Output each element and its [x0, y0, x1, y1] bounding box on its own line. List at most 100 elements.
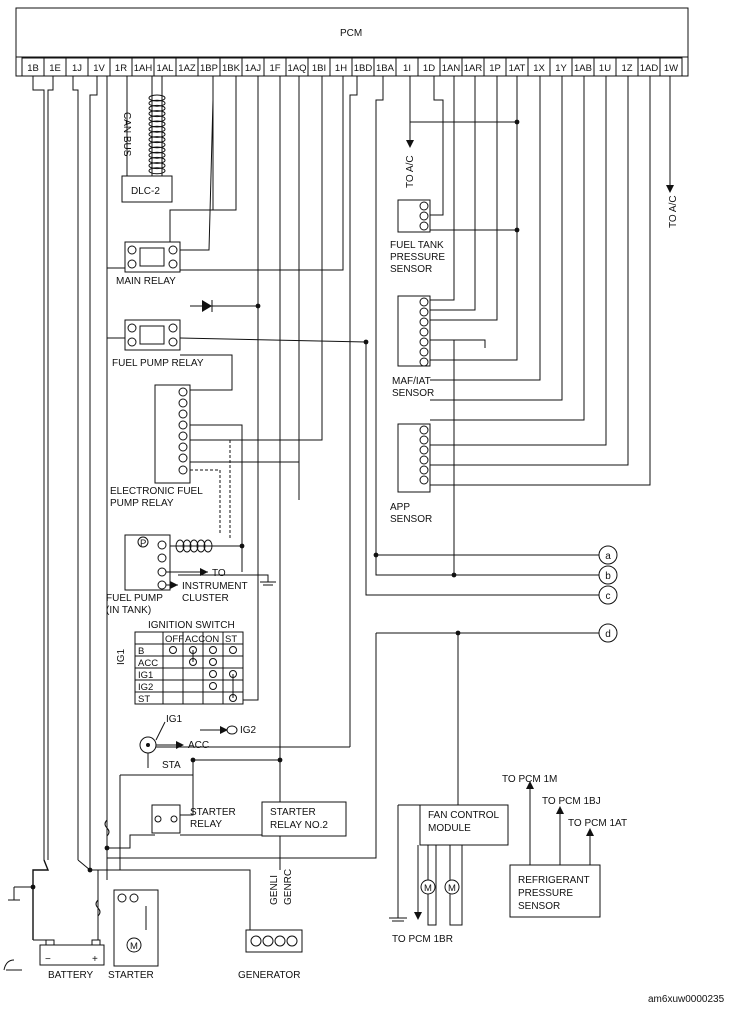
fuel-pump-relay: FUEL PUMP RELAY — [112, 300, 213, 369]
pcm-pin: 1AN — [439, 57, 463, 77]
pcm-pin-label: 1D — [423, 63, 435, 74]
pcm-pin: 1AQ — [285, 57, 309, 77]
wires — [14, 76, 674, 940]
refrigerant-pressure-sensor: REFRIGERANT PRESSURE SENSOR TO PCM 1M TO… — [502, 774, 627, 918]
maf-sensor-line-2: SENSOR — [392, 388, 434, 399]
efp-relay-line-1: ELECTRONIC FUEL — [110, 486, 203, 497]
ignition-contact — [209, 682, 217, 690]
ig1-side-label: IG1 — [116, 648, 127, 665]
starter-relay: STARTER RELAY — [151, 804, 236, 834]
pcm-pin-label: 1BP — [200, 63, 218, 74]
ground-icon — [3, 887, 22, 971]
ignition-contact — [209, 670, 217, 678]
pcm-pin: 1AR — [461, 57, 485, 77]
pcm-pin-label: 1AR — [464, 63, 483, 74]
ignition-contact — [169, 646, 177, 654]
pcm-pin: 1B — [21, 57, 45, 77]
fan-motor-1-glyph: M — [424, 883, 432, 894]
main-relay-label: MAIN RELAY — [116, 276, 176, 287]
genli-label: GENLI — [269, 875, 280, 905]
fuel-pump-line-1: FUEL PUMP — [106, 593, 163, 604]
refrigerant-line-1: REFRIGERANT — [518, 875, 590, 886]
battery: − + BATTERY — [3, 887, 105, 981]
pcm-pin-label: 1AD — [640, 63, 659, 74]
sta-label: STA — [162, 760, 181, 771]
connector-label: a — [605, 551, 611, 562]
fuel-tank-pressure-sensor: FUEL TANK PRESSURE SENSOR — [390, 199, 445, 275]
connector-label: c — [606, 591, 611, 602]
ground-icon — [260, 581, 276, 586]
starter-relay-2-line-2: RELAY NO.2 — [270, 820, 328, 831]
app-sensor-line-2: SENSOR — [390, 514, 432, 525]
main-relay: MAIN RELAY — [116, 241, 181, 287]
ig1-label: IG1 — [166, 714, 183, 725]
connector-label: b — [605, 571, 611, 582]
pcm-pin-label: 1H — [335, 63, 347, 74]
to-pcm-1m-label: TO PCM 1M — [502, 774, 557, 785]
ignition-row-label: ACC — [138, 658, 158, 669]
pcm-pin: 1BP — [197, 57, 221, 77]
ignition-col-header: OFF — [165, 634, 184, 645]
pcm-pin-label: 1J — [72, 63, 82, 74]
pcm-pin: 1AH — [131, 57, 155, 77]
battery-minus-glyph: − — [45, 954, 51, 965]
pcm-title: PCM — [340, 28, 362, 39]
pcm-pin-label: 1R — [115, 63, 127, 74]
to-pcm-1br-label: TO PCM 1BR — [392, 934, 453, 945]
can-bus-twisted-pair — [148, 76, 166, 176]
battery-label: BATTERY — [48, 970, 94, 981]
connector-label: d — [605, 629, 611, 640]
pcm-pin-label: 1BA — [376, 63, 395, 74]
pcm-pin: 1BA — [373, 57, 397, 77]
dlc-connector — [121, 175, 173, 203]
to-pcm-1at-label: TO PCM 1AT — [568, 818, 627, 829]
efp-relay-line-2: PUMP RELAY — [110, 498, 174, 509]
fuel-pump: P TO INSTRUMENT CLUSTER FUEL PUMP (IN TA… — [106, 534, 276, 616]
pcm-pin: 1AL — [153, 57, 177, 77]
app-sensor: APP SENSOR — [390, 423, 432, 525]
pcm-pin: 1W — [659, 57, 683, 77]
pcm-pin-label: 1AN — [442, 63, 461, 74]
ignition-row-label: ST — [138, 694, 150, 705]
starter-relay-2-line-1: STARTER — [270, 807, 316, 818]
pcm-pin-label: 1U — [599, 63, 611, 74]
fan-control-module: FAN CONTROL MODULE M M TO PCM 1BR — [389, 804, 509, 945]
fan-motor-2-glyph: M — [448, 883, 456, 894]
connector-d: d — [598, 623, 618, 643]
pcm-pin: 1D — [417, 57, 441, 77]
to-ac-label-1: TO A/C — [405, 155, 416, 188]
starter-relay-no2: STARTER RELAY NO.2 — [261, 801, 347, 837]
starter: M STARTER — [108, 889, 159, 981]
to-cluster-line-1: TO — [212, 568, 226, 579]
connector-b: b — [598, 565, 618, 585]
pcm-pin: 1I — [395, 57, 419, 77]
ignition-col-header: ACC — [185, 634, 205, 645]
pcm-pin-label: 1I — [403, 63, 411, 74]
pcm-pin-label: 1BI — [312, 63, 326, 74]
fuel-tank-sensor-line-1: FUEL TANK — [390, 240, 444, 251]
acc-label: ACC — [188, 740, 209, 751]
pcm-pin-label: 1AB — [574, 63, 592, 74]
pcm-pin: 1BD — [351, 57, 375, 77]
generator: GENLI GENRC GENERATOR — [238, 869, 303, 981]
dlc-label: DLC-2 — [131, 186, 160, 197]
pcm-pin-label: 1Z — [621, 63, 632, 74]
pcm-pin-label: 1BK — [222, 63, 241, 74]
fuel-tank-sensor-line-2: PRESSURE — [390, 252, 445, 263]
pcm-pin-label: 1AQ — [287, 63, 306, 74]
pcm-pin-label: 1P — [489, 63, 501, 74]
pump-resistor-coil — [175, 539, 213, 553]
pcm-pin: 1H — [329, 57, 353, 77]
fan-control-line-2: MODULE — [428, 823, 471, 834]
pcm-pin: 1U — [593, 57, 617, 77]
pcm-pin-label: 1AZ — [178, 63, 196, 74]
pcm-pin-label: 1E — [49, 63, 61, 74]
connector-group: abc d — [598, 545, 618, 643]
pcm-pin: 1AJ — [241, 57, 265, 77]
refrigerant-line-2: PRESSURE — [518, 888, 573, 899]
pump-p-glyph: P — [140, 538, 146, 549]
to-pcm-1bj-label: TO PCM 1BJ — [542, 796, 601, 807]
